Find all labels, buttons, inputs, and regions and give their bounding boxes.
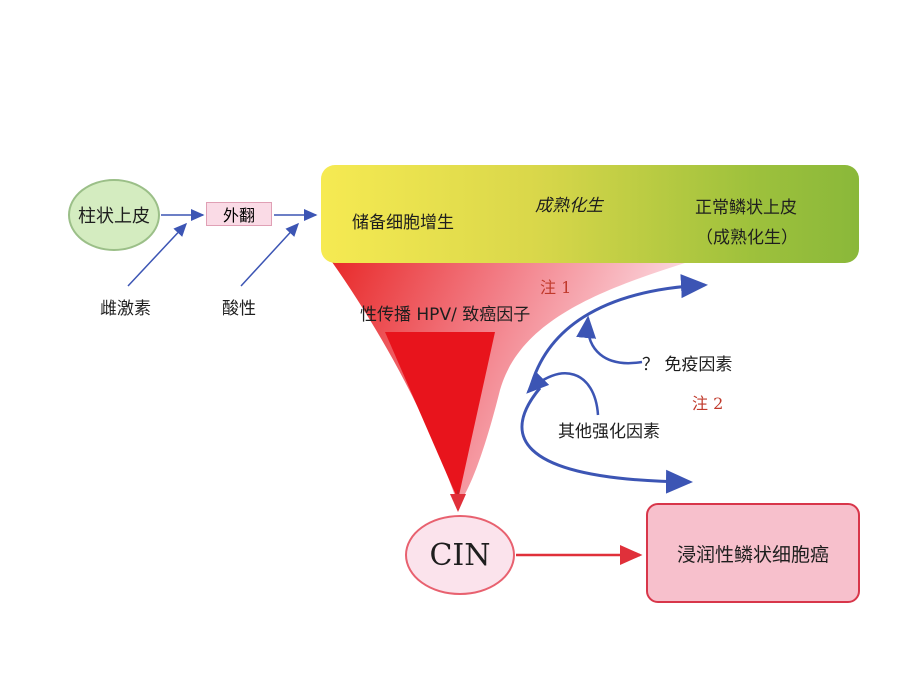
eversion-label: 外翻 xyxy=(222,206,255,225)
normal-squamous-sublabel: （成熟化生） xyxy=(696,228,798,248)
immune-label: ？ 免疫因素 xyxy=(642,355,733,375)
cin-label: CIN xyxy=(429,537,491,573)
progression-wedge xyxy=(332,262,688,505)
maturation-bar xyxy=(321,165,859,263)
note-2: 注 2 xyxy=(692,394,724,413)
cin-node: CIN xyxy=(405,515,515,595)
hpv-funnel xyxy=(385,332,495,500)
reserve-hyperplasia-label: 储备细胞增生 xyxy=(352,213,454,233)
columnar-label: 柱状上皮 xyxy=(78,206,150,227)
columnar-epithelium-node: 柱状上皮 xyxy=(68,179,160,251)
arrow-acidity xyxy=(240,222,300,287)
other-factors-label: 其他强化因素 xyxy=(558,422,660,442)
note-1: 注 1 xyxy=(540,278,572,297)
acidity-label: 酸性 xyxy=(222,299,256,319)
eversion-node: 外翻 xyxy=(206,202,272,226)
invasive-scc-label: 浸润性鳞状细胞癌 xyxy=(676,543,829,566)
normal-squamous-label: 正常鳞状上皮 xyxy=(695,198,797,218)
curve-immune-to-upper xyxy=(576,315,643,365)
invasive-scc-node: 浸润性鳞状细胞癌 xyxy=(646,503,860,603)
curve-other-to-upper xyxy=(526,370,600,416)
hpv-factor-label: 性传播 HPV/ 致癌因子 xyxy=(360,305,531,325)
curve-lower xyxy=(520,387,693,494)
maturation-label: 成熟化生 xyxy=(535,196,603,216)
arrow-estrogen xyxy=(127,222,188,287)
estrogen-label: 雌激素 xyxy=(100,299,151,319)
